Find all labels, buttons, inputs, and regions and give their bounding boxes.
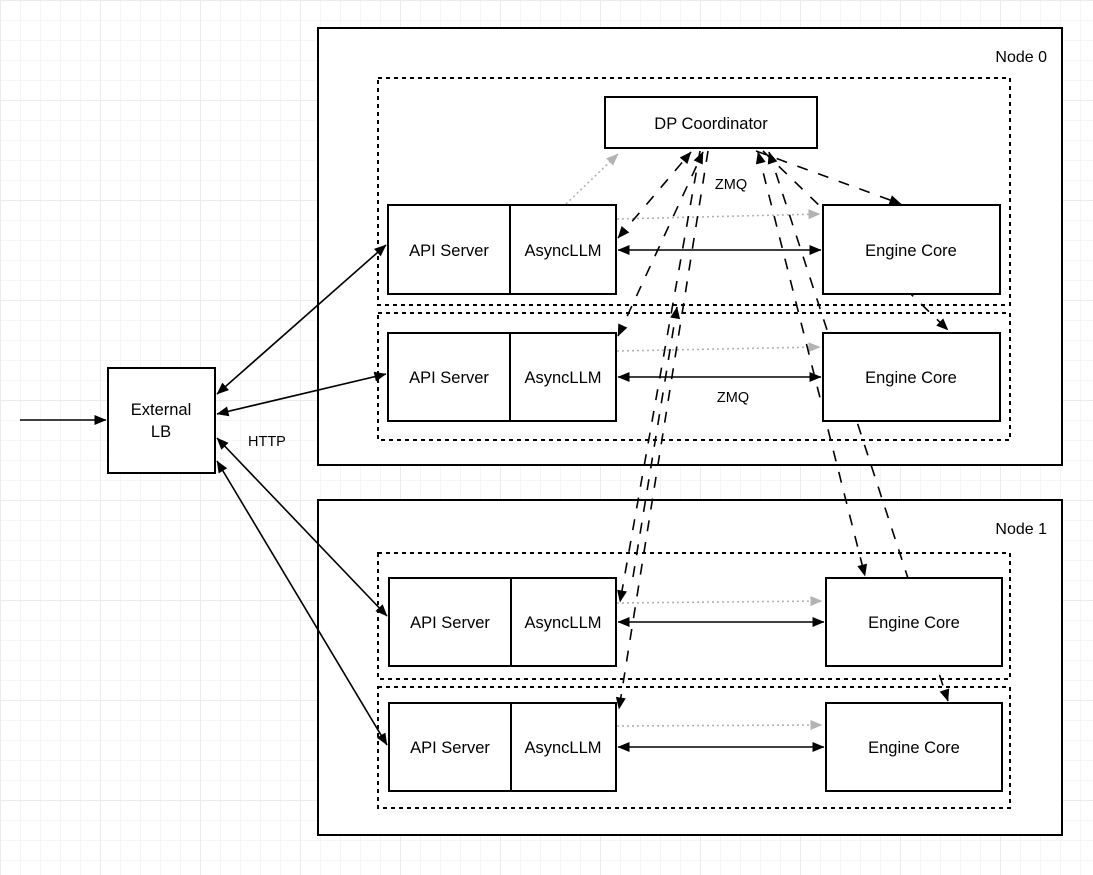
engine-core-box-n1r1: [825, 577, 1003, 667]
external-lb-label-line1: External: [131, 401, 192, 419]
node0-label: Node 0: [995, 49, 1047, 66]
async-llm-label-n1r2: AsyncLLM: [524, 739, 601, 757]
boxes: [107, 96, 1003, 792]
engine-core-box-n0r2: [822, 332, 1001, 422]
arrow-lb-n1r2-api: [216, 460, 388, 746]
arrow-lb-n0r2-api: [216, 371, 387, 417]
api-server-box-n0r2: [387, 332, 511, 422]
api-server-box-n1r2: [388, 702, 512, 792]
zmq-label-row: ZMQ: [717, 390, 749, 406]
engine-core-box-n1r2: [825, 702, 1003, 792]
dp-coordinator-label: DP Coordinator: [654, 115, 768, 133]
arrow-dotted-async-to-coordinator: [565, 153, 619, 205]
arrow-lb-n0r1-api: [216, 244, 387, 395]
arrow-dotted-n0r2: [616, 342, 821, 353]
arrow-dotted-n1r2: [616, 720, 823, 731]
async-llm-box-n1r1: [510, 577, 617, 667]
arrow-coord-n1r2-async: [615, 150, 709, 710]
external-lb-box: [107, 367, 216, 474]
async-llm-box-n0r2: [509, 332, 617, 422]
node1-row1-group: [377, 552, 1011, 680]
engine-core-box-n0r1: [822, 204, 1001, 295]
engine-core-label-n0r2: Engine Core: [865, 369, 957, 387]
async-llm-label-n1r1: AsyncLLM: [524, 614, 601, 632]
engine-core-label-n1r2: Engine Core: [868, 739, 960, 757]
arrow-n1r1-async-up: [632, 306, 681, 578]
zmq-label-coordinator: ZMQ: [715, 177, 747, 193]
async-llm-box-n1r2: [510, 702, 617, 792]
api-server-box-n0r1: [387, 204, 511, 295]
node1-label: Node 1: [995, 521, 1047, 538]
engine-core-label-n1r1: Engine Core: [868, 614, 960, 632]
api-server-label-n1r1: API Server: [410, 614, 490, 632]
async-llm-box-n0r1: [509, 204, 617, 295]
api-server-box-n1r1: [388, 577, 512, 667]
engine-core-label-n0r1: Engine Core: [865, 242, 957, 260]
node1-row2-group: [377, 686, 1011, 809]
http-label: HTTP: [248, 434, 286, 450]
node0-row1-group: [377, 77, 1011, 306]
arrow-coord-n1r1-async: [617, 150, 701, 603]
api-server-label-n0r1: API Server: [409, 242, 489, 260]
arrow-dotted-n0r1: [616, 209, 821, 220]
api-server-label-n1r2: API Server: [410, 739, 490, 757]
async-llm-label-n0r1: AsyncLLM: [524, 242, 601, 260]
api-server-label-n0r2: API Server: [409, 369, 489, 387]
dp-coordinator-box: [604, 96, 818, 149]
async-llm-label-n0r2: AsyncLLM: [524, 369, 601, 387]
external-lb-label-line2: LB: [151, 423, 171, 441]
arrow-coord-n1r2-engine: [767, 151, 950, 702]
labels: Node 0 Node 1 External LB DP Coordinator…: [131, 49, 1047, 757]
edges: [20, 150, 950, 752]
